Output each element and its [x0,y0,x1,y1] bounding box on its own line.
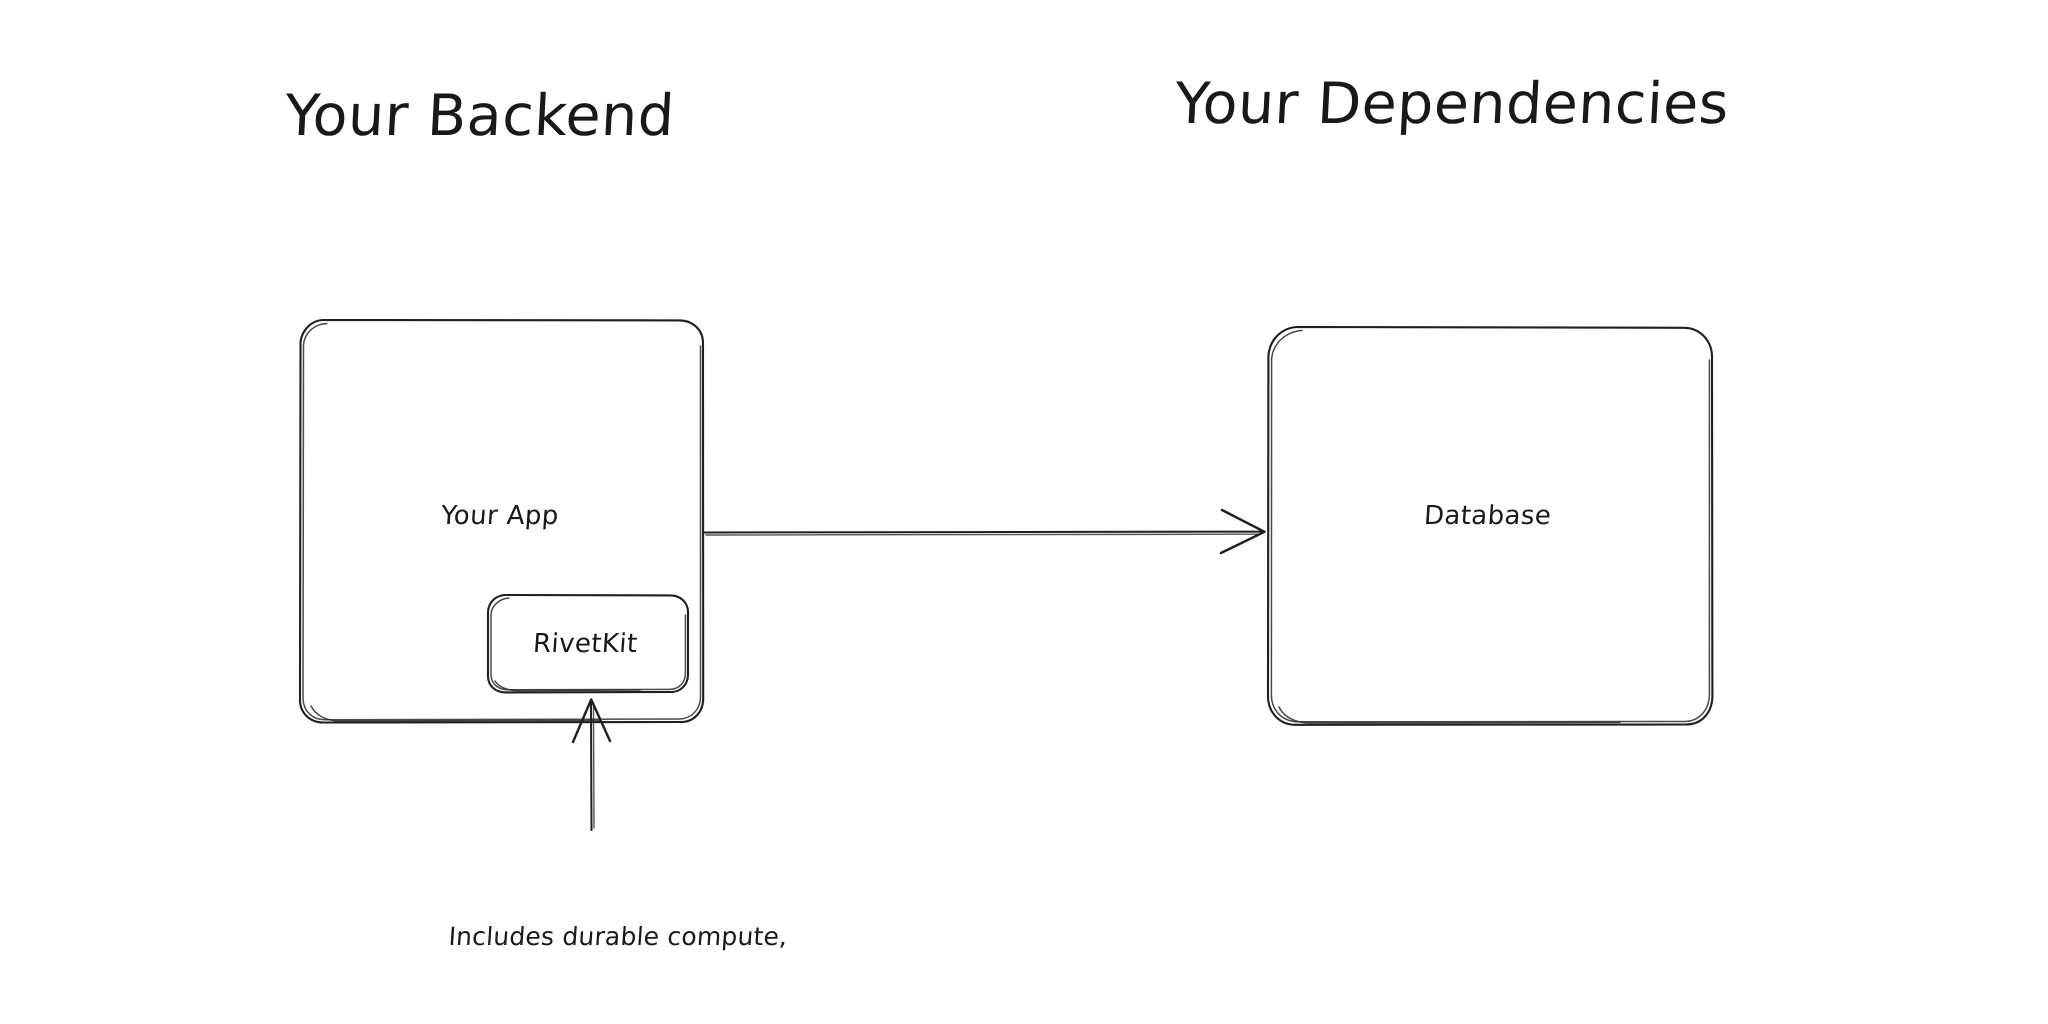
node-label-rivetkit: RivetKit [531,629,639,659]
connector-app-to-database [702,508,1266,555]
rivetkit-box[interactable] [486,593,690,694]
your-app-box[interactable] [298,318,705,724]
group-title-dependencies: Your Dependencies [1173,71,1731,137]
annotation-line-1: Includes durable compute, [447,922,789,951]
annotation-caption: Includes durable compute, real-time, sch… [395,842,824,1024]
connector-annotation-to-rivetkit [571,698,612,831]
node-label-your-app: Your App [439,501,560,531]
node-label-database: Database [1422,501,1553,531]
database-box[interactable] [1266,325,1714,726]
group-title-backend: Your Backend [283,83,677,149]
